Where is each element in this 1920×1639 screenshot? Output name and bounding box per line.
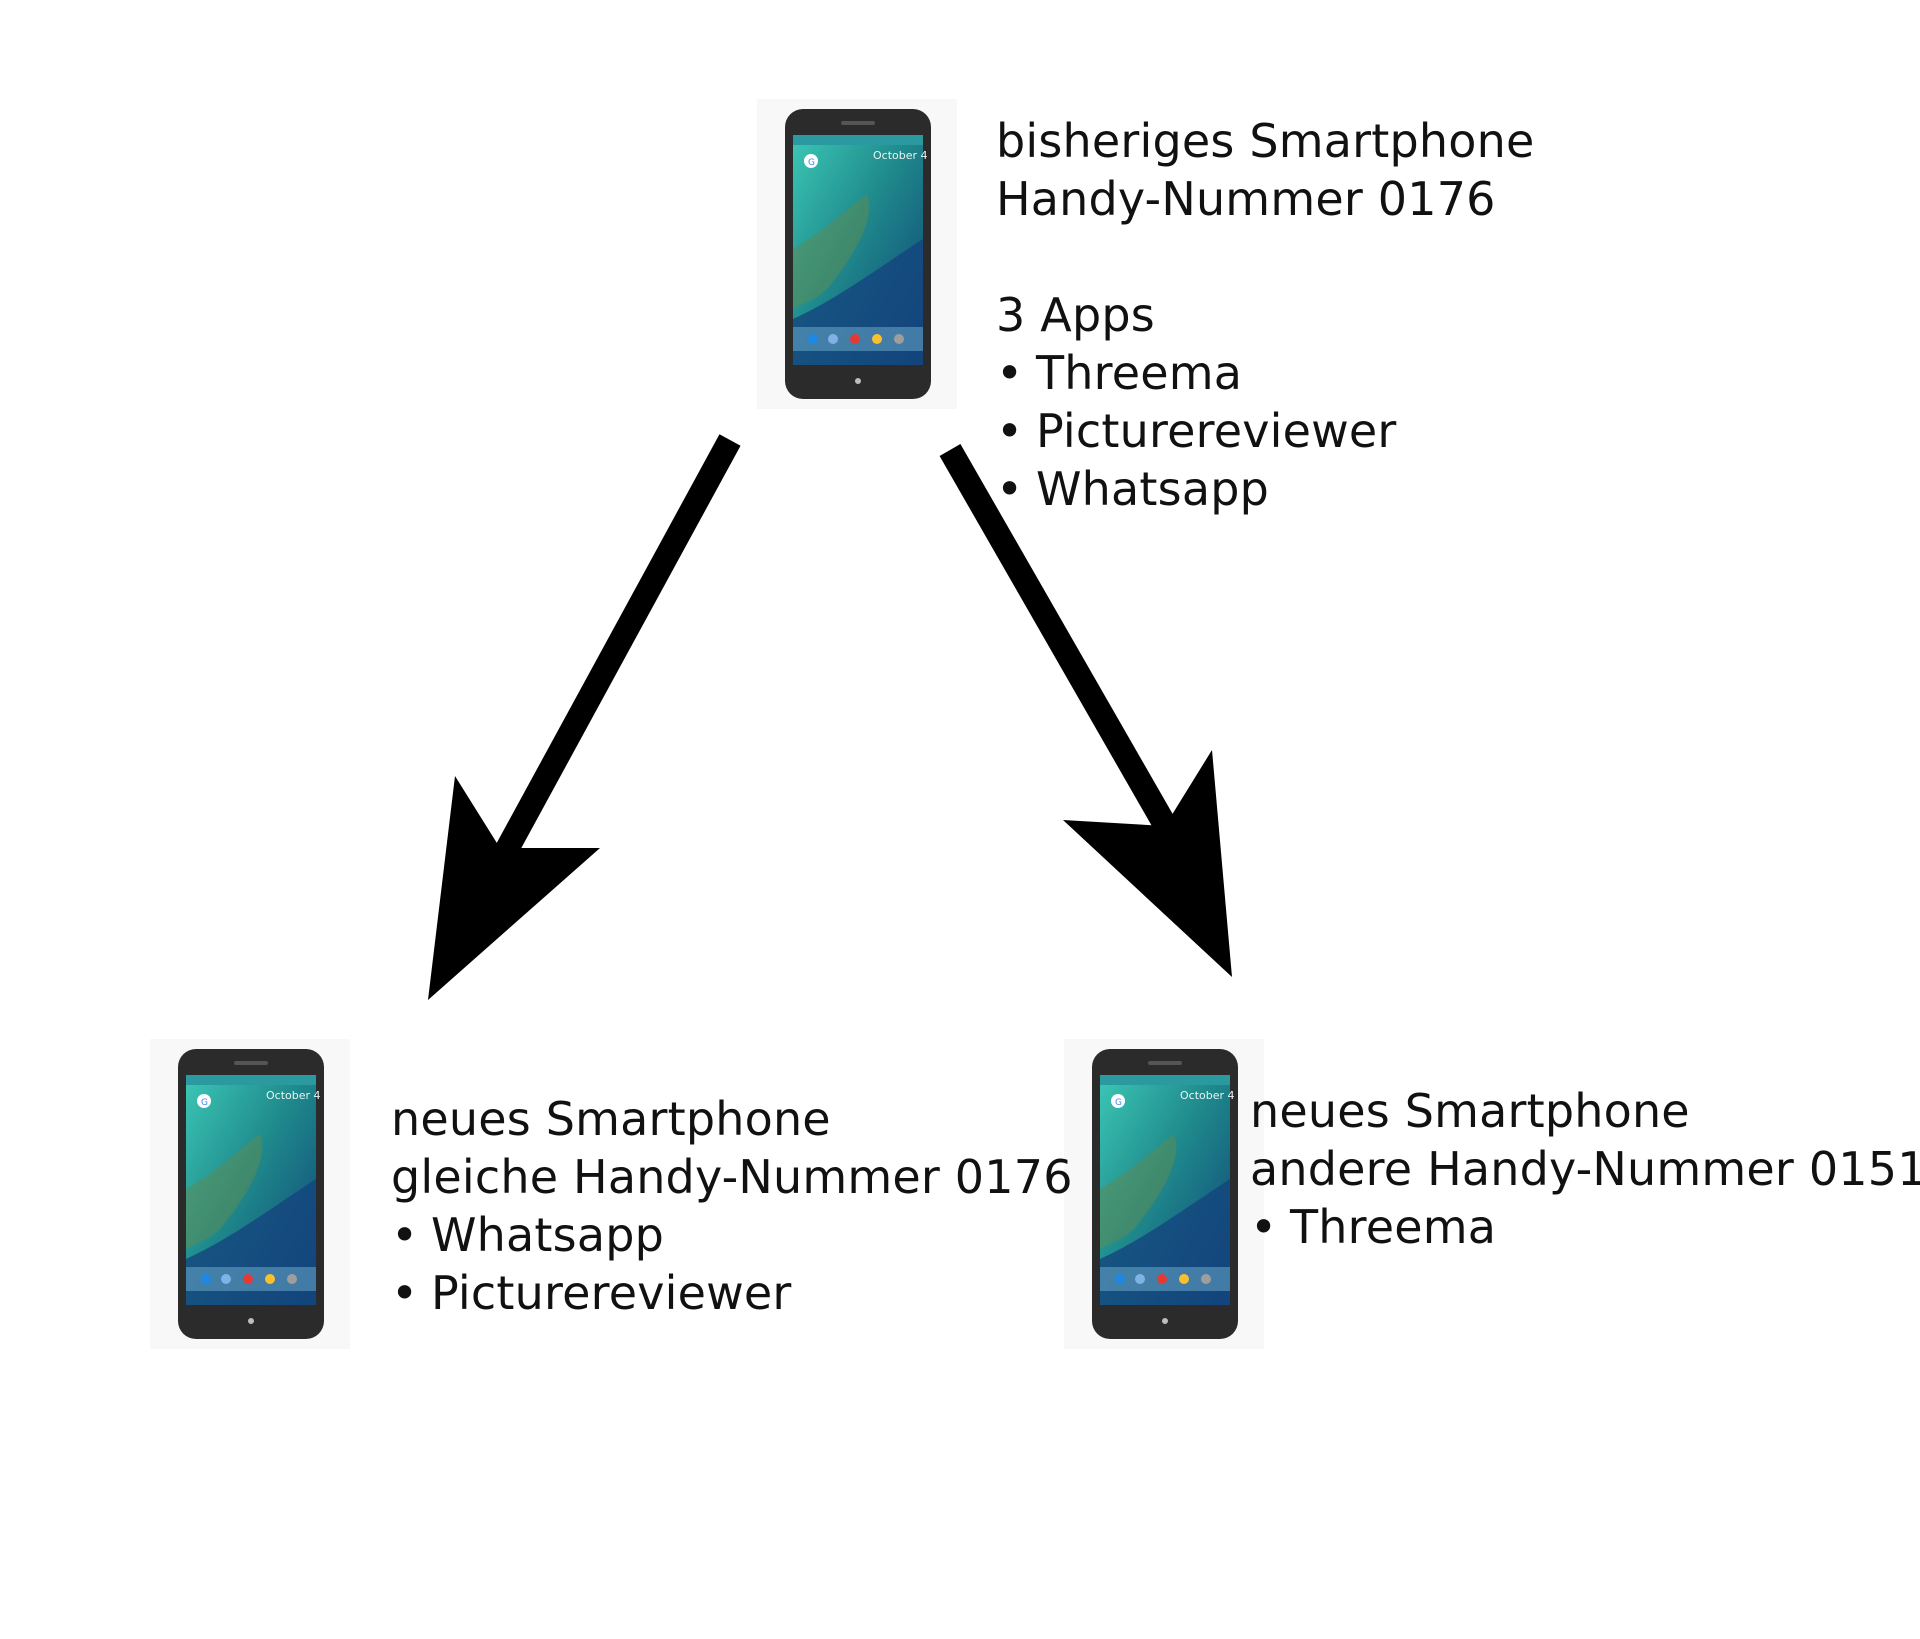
new-smartphone-number: gleiche Handy-Nummer 0176 — [391, 1150, 1073, 1204]
app-name: Picturereviewer — [1036, 404, 1397, 458]
new-smartphone-title: neues Smartphone — [1250, 1084, 1690, 1138]
app-name: Whatsapp — [431, 1208, 665, 1262]
app-name: Threema — [1036, 346, 1243, 400]
old-smartphone-info: bisheriges Smartphone Handy-Nummer 0176 … — [996, 112, 1534, 518]
new-smartphone-same-number-info: neues Smartphone gleiche Handy-Nummer 01… — [391, 1090, 1073, 1322]
svg-text:G: G — [1115, 1098, 1122, 1108]
arrow-to-left-phone — [428, 434, 741, 1000]
list-item: •Threema — [1250, 1198, 1920, 1256]
smartphone-icon: G October 4 — [785, 109, 931, 399]
svg-text:G: G — [201, 1098, 208, 1108]
new-smartphone-other-number-image: G October 4 — [1064, 1039, 1264, 1349]
app-name: Whatsapp — [1036, 462, 1270, 516]
arrow-left-shaft — [489, 434, 741, 868]
svg-text:October 4: October 4 — [1180, 1089, 1235, 1102]
bullet-icon: • — [391, 1266, 419, 1320]
new-smartphone-title: neues Smartphone — [391, 1092, 831, 1146]
new-smartphone-other-number-info: neues Smartphone andere Handy-Nummer 015… — [1250, 1082, 1920, 1256]
bullet-icon: • — [996, 462, 1024, 516]
bullet-icon: • — [996, 346, 1024, 400]
svg-text:October 4: October 4 — [266, 1089, 321, 1102]
bullet-icon: • — [391, 1208, 419, 1262]
arrow-right-head — [1063, 750, 1232, 977]
arrow-to-right-phone — [939, 444, 1232, 977]
arrow-left-head — [428, 776, 600, 1000]
old-smartphone-title: bisheriges Smartphone — [996, 114, 1535, 168]
bullet-icon: • — [996, 404, 1024, 458]
old-smartphone-number: Handy-Nummer 0176 — [996, 172, 1496, 226]
app-name: Picturereviewer — [431, 1266, 792, 1320]
list-item: •Whatsapp — [996, 460, 1534, 518]
smartphone-icon: G October 4 — [178, 1049, 324, 1339]
list-item: •Picturereviewer — [391, 1264, 1073, 1322]
old-smartphone-image: G October 4 — [757, 99, 957, 409]
list-item: •Whatsapp — [391, 1206, 1073, 1264]
new-smartphone-number: andere Handy-Nummer 0151 — [1250, 1142, 1920, 1196]
smartphone-icon: G October 4 — [1092, 1049, 1238, 1339]
spacer — [996, 228, 1534, 286]
svg-text:October 4: October 4 — [873, 149, 928, 162]
svg-text:G: G — [808, 158, 815, 168]
list-item: •Threema — [996, 344, 1534, 402]
list-item: •Picturereviewer — [996, 402, 1534, 460]
arrow-right-shaft — [939, 444, 1179, 836]
bullet-icon: • — [1250, 1200, 1278, 1254]
app-name: Threema — [1290, 1200, 1497, 1254]
apps-heading: 3 Apps — [996, 288, 1155, 342]
new-smartphone-same-number-image: G October 4 — [150, 1039, 350, 1349]
